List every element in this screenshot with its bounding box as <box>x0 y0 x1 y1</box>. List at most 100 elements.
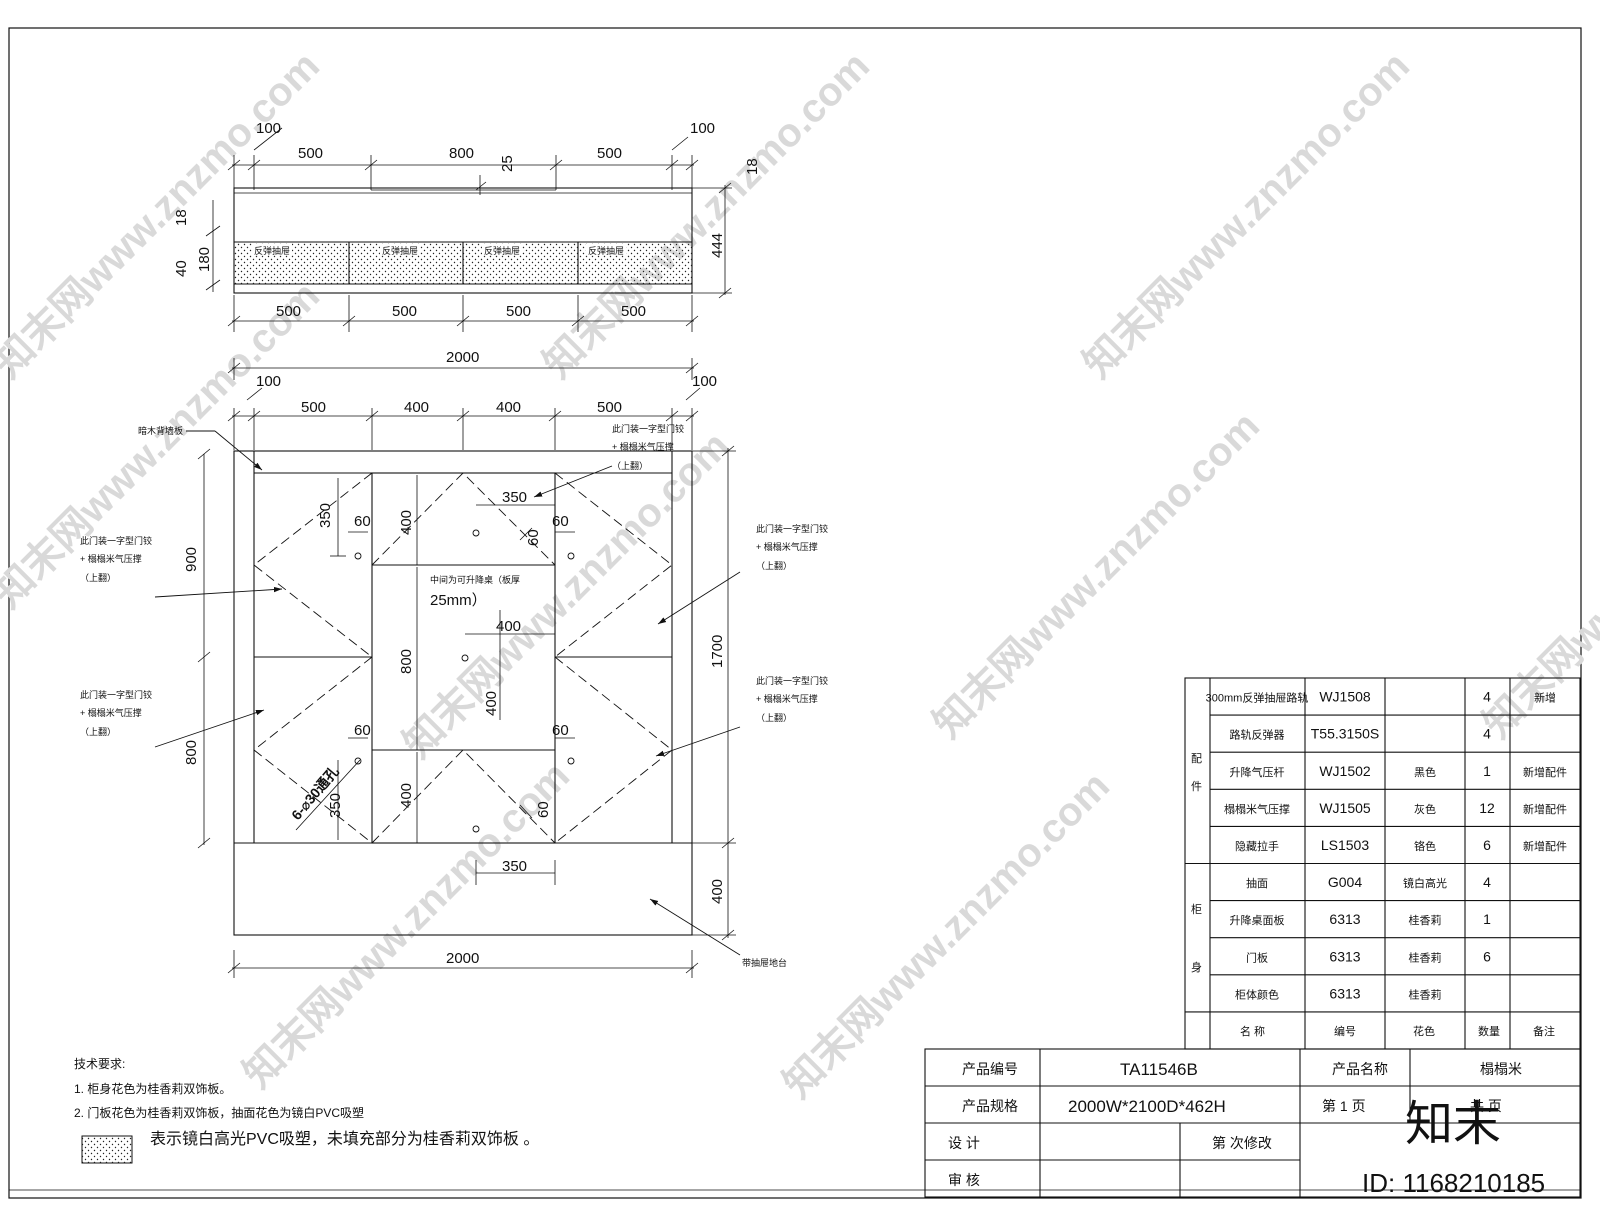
table-cell-qty: 6 <box>1483 837 1491 853</box>
table-cell-note: 新增配件 <box>1523 802 1567 816</box>
drawer-label: 反弹抽屉 <box>484 245 520 256</box>
group-label: 身 <box>1191 960 1202 974</box>
hatch-legend-swatch <box>81 1135 133 1164</box>
dim-label: 60 <box>354 722 371 739</box>
annotation: + 榻榻米气压撑 <box>756 541 818 552</box>
annotation: 带抽屉地台 <box>742 957 787 968</box>
table-cell-name: 升降气压杆 <box>1230 765 1285 779</box>
dim-label: 500 <box>621 303 646 320</box>
table-cell-qty: 12 <box>1479 800 1495 816</box>
dim-label: 500 <box>506 303 531 320</box>
table-cell-note: 新增配件 <box>1523 839 1567 853</box>
dim-label: 500 <box>597 145 622 162</box>
dim-label: 400 <box>709 879 726 904</box>
dim-label: 1700 <box>709 635 726 668</box>
annotation: 此门装一字型门铰 <box>612 423 684 434</box>
annotation: （上翻） <box>756 713 792 723</box>
dim-label: 500 <box>276 303 301 320</box>
product-number: TA11546B <box>1120 1060 1198 1079</box>
table-cell-color: 铬色 <box>1414 839 1436 853</box>
table-cell-qty: 4 <box>1483 689 1491 705</box>
table-header: 备注 <box>1533 1024 1555 1038</box>
dim-label: 500 <box>301 399 326 416</box>
table-cell-code: G004 <box>1328 874 1362 890</box>
table-cell-name: 路轨反弹器 <box>1230 728 1285 742</box>
table-cell-name: 隐藏拉手 <box>1235 839 1279 853</box>
dim-label: 400 <box>398 510 415 535</box>
dim-label: 100 <box>256 120 281 137</box>
drawer-label: 反弹抽屉 <box>588 245 624 256</box>
title-label: 产品编号 <box>962 1061 1018 1077</box>
dim-label: 100 <box>256 373 281 390</box>
table-cell-qty: 6 <box>1483 948 1491 964</box>
dim-label: 60 <box>552 513 569 530</box>
annotation: 此门装一字型门铰 <box>756 523 828 534</box>
table-cell-code: LS1503 <box>1321 837 1369 853</box>
top-view: 100 500 800 25 500 100 18 反弹抽屉 反弹抽屉 反弹抽屉… <box>173 120 761 332</box>
watermark-layer: 知末网www.znzmo.com 知末网www.znzmo.com 知末网www… <box>0 44 1600 1107</box>
annotation: （上翻） <box>612 461 648 471</box>
table-cell-code: 6313 <box>1329 948 1360 964</box>
table-cell-qty: 4 <box>1483 726 1491 742</box>
tech-note: 2. 门板花色为桂香莉双饰板，抽面花色为镜白PVC吸塑 <box>74 1105 364 1120</box>
dim-label: 180 <box>196 247 213 272</box>
dim-label: 25 <box>499 155 516 172</box>
drawing-frame <box>8 27 1582 1199</box>
group-label: 件 <box>1191 780 1202 793</box>
dim-label: 60 <box>354 513 371 530</box>
dim-label: 400 <box>404 399 429 416</box>
dim-label: 100 <box>690 120 715 137</box>
dim-label: 500 <box>392 303 417 320</box>
dim-label: 444 <box>709 233 726 258</box>
annotation: 此门装一字型门铰 <box>80 535 152 546</box>
product-name: 榻榻米 <box>1480 1061 1522 1077</box>
dim-label: 100 <box>692 373 717 390</box>
table-cell-color: 桂香莉 <box>1409 987 1442 1001</box>
title-label: 产品名称 <box>1332 1061 1388 1077</box>
annotation: （上翻） <box>756 561 792 571</box>
dim-label: 800 <box>449 145 474 162</box>
table-cell-code: 6313 <box>1329 911 1360 927</box>
table-cell-qty: 4 <box>1483 874 1491 890</box>
table-cell-color: 桂香莉 <box>1409 913 1442 927</box>
annotation: + 榻榻米气压撑 <box>756 693 818 704</box>
dim-label: 2000 <box>446 950 479 967</box>
dim-label: 400 <box>496 618 521 635</box>
annotation: （上翻） <box>80 727 116 737</box>
watermark-id: ID: 1168210185 <box>1362 1168 1545 1198</box>
watermark-text: 知末网www.znzmo.com <box>775 764 1118 1107</box>
plan-view: 2000 100 500 400 400 500 100 <box>80 349 828 978</box>
dim-label: 350 <box>502 858 527 875</box>
title-label: 设 计 <box>948 1135 980 1151</box>
dim-label: 500 <box>298 145 323 162</box>
dim-label: 60 <box>525 529 542 546</box>
title-label: 审 核 <box>948 1172 980 1188</box>
table-cell-color: 桂香莉 <box>1409 950 1442 964</box>
table-cell-color: 黑色 <box>1414 765 1436 779</box>
table-cell-color: 灰色 <box>1414 802 1436 816</box>
dim-label: 60 <box>552 722 569 739</box>
table-cell-note: 新增配件 <box>1523 765 1567 779</box>
annotation: + 榻榻米气压撑 <box>80 553 142 564</box>
drawer-label: 反弹抽屉 <box>254 245 290 256</box>
table-cell-code: 6313 <box>1329 985 1360 1001</box>
annotation: 暗木背墙板 <box>138 425 183 436</box>
watermark-text: 知末网www.znzmo.com <box>535 44 878 387</box>
dim-label: 900 <box>183 547 200 572</box>
table-cell-code: WJ1508 <box>1319 689 1371 705</box>
title-label: 第 次修改 <box>1212 1135 1272 1151</box>
table-cell-qty: 1 <box>1483 763 1491 779</box>
annotation: 此门装一字型门铰 <box>756 675 828 686</box>
dim-label: 2000 <box>446 349 479 366</box>
hatch-legend: 表示镜白高光PVC吸塑，未填充部分为桂香莉双饰板 。 <box>150 1129 539 1148</box>
table-cell-name: 柜体颜色 <box>1235 987 1279 1001</box>
dim-label: 18 <box>173 209 190 226</box>
tech-notes: 技术要求: 1. 柜身花色为桂香莉双饰板。 2. 门板花色为桂香莉双饰板，抽面花… <box>74 1057 539 1164</box>
title-label: 产品规格 <box>962 1098 1018 1114</box>
dim-label: 400 <box>483 691 500 716</box>
product-spec: 2000W*2100D*462H <box>1068 1097 1226 1116</box>
center-note: 25mm） <box>430 592 487 609</box>
tech-notes-title: 技术要求: <box>74 1057 125 1071</box>
